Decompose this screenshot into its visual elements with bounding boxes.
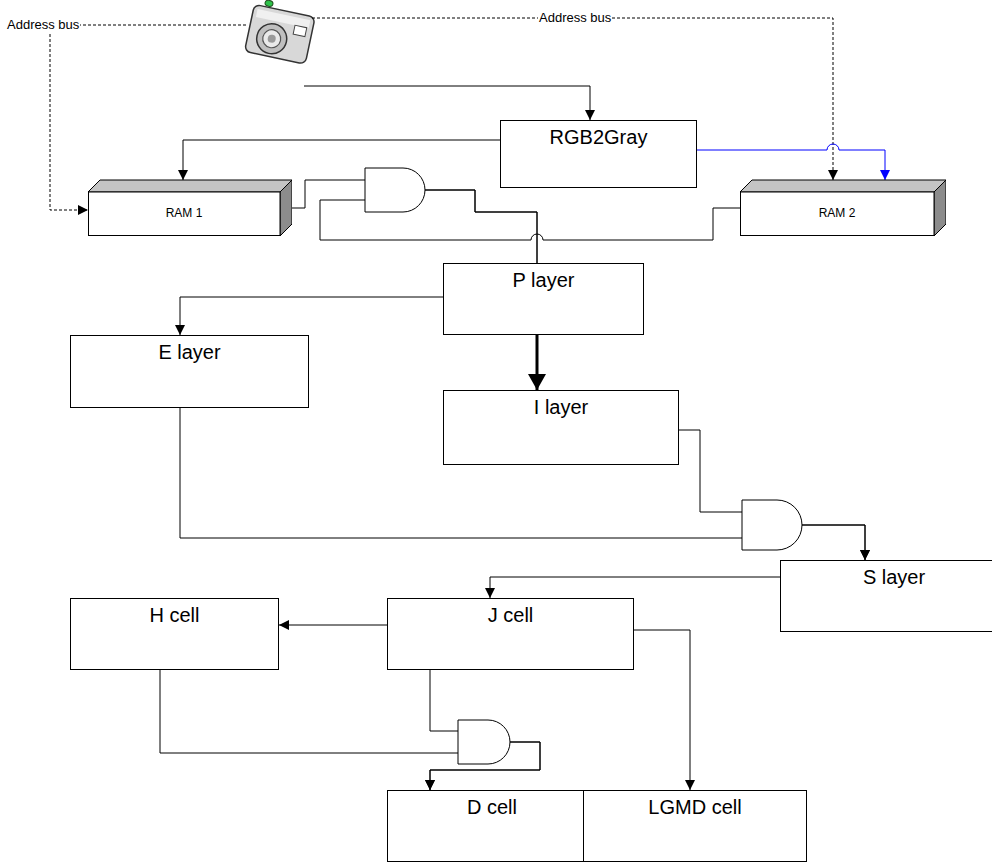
node-label: H cell [71,599,278,627]
connector [180,297,443,335]
node-label: P layer [444,264,643,292]
connector [536,335,539,390]
connector [279,625,387,626]
camera-icon [244,0,316,64]
connector [697,144,885,180]
and-gate [742,500,802,550]
cell-box: H cell [70,598,279,670]
process-box: RGB2Gray [500,120,697,188]
layer-box: P layer [443,263,644,335]
node-label: RAM 2 [740,206,934,220]
and-gate [458,720,510,764]
node-label: RAM 1 [88,206,280,220]
layer-box: I layer [443,390,679,465]
node-label: LGMD cell [584,791,806,819]
connector [679,430,865,560]
cell-box: J cell [387,598,634,670]
node-label: D cell [388,791,596,819]
node-label: S layer [781,561,992,589]
layer-box: E layer [70,335,309,408]
layer-box: S layer [780,560,992,632]
connector [292,180,537,263]
connector [320,190,740,263]
memory-block: RAM 2 [740,176,946,236]
connector [634,630,690,790]
video-wire [304,86,590,120]
memory-block: RAM 1 [88,176,292,236]
and-gate [365,168,425,212]
node-label: RGB2Gray [501,121,696,149]
bus-label: Address bus [6,17,80,33]
node-label: I layer [444,391,678,419]
connector [160,670,540,790]
bus-label: Address bus [538,10,612,26]
cell-box: LGMD cell [583,790,807,862]
node-label: E layer [71,336,308,364]
connector [183,140,500,180]
connector [430,670,540,790]
cell-box: D cell [387,790,597,862]
node-label: J cell [388,599,633,627]
connector [490,577,780,598]
